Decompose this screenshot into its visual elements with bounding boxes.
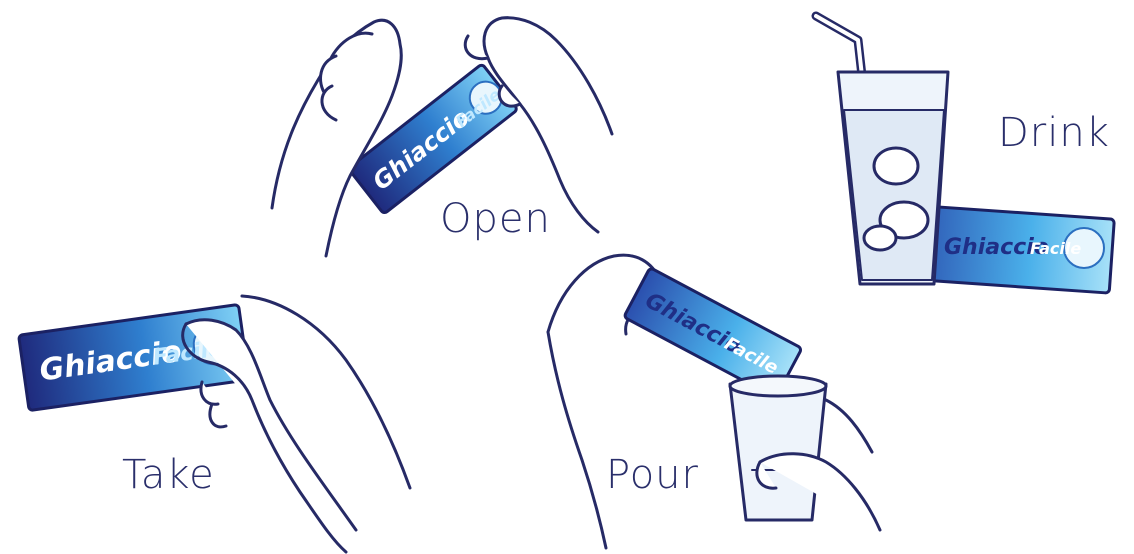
hand-holding-packet-icon: Ghiaccio Facile: [19, 296, 410, 552]
hands-pouring-packet-icon: Ghiaccio Facile: [548, 255, 880, 548]
step-label-take: Take: [122, 452, 215, 498]
step-label-open: Open: [440, 196, 551, 242]
step-label-drink: Drink: [998, 110, 1110, 156]
step-label-pour: Pour: [606, 452, 699, 498]
svg-text:Facile: Facile: [1030, 239, 1081, 258]
